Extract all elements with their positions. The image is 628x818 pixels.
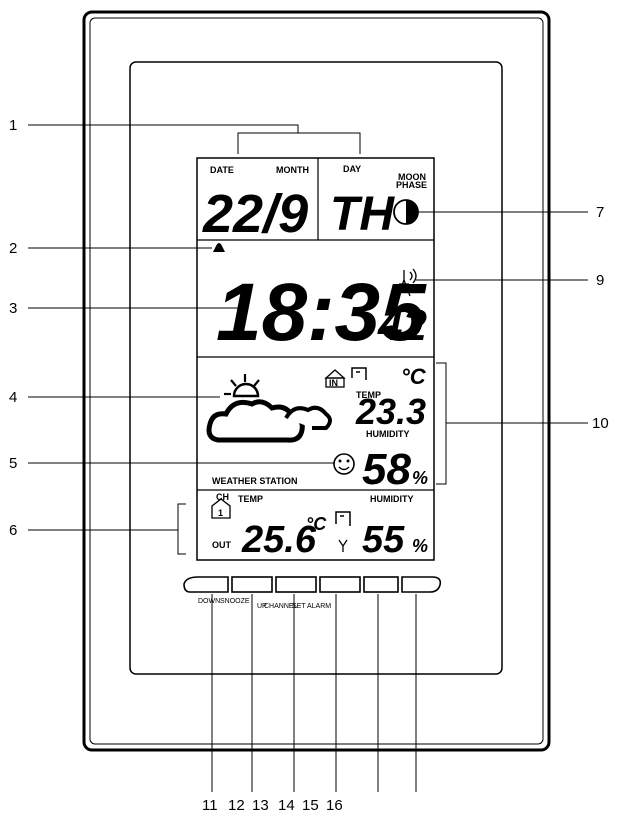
channel-value: 1 [218,508,223,518]
callout-lines [28,124,588,792]
moon-phase-label-1: MOON [398,172,426,182]
antenna-icon [338,539,348,552]
indoor-temp-label: TEMP [356,390,381,400]
button-label-channel: CHANNEL [264,603,298,610]
button-alarm[interactable] [401,576,442,593]
channel-label: CH [216,492,229,502]
indoor-temp-unit: °C [401,364,427,389]
outdoor-house-icon [211,498,231,519]
radio-signal-icon [397,268,417,297]
outer-frame [82,10,551,752]
callout-5: 5 [9,455,17,472]
date-value: 22/9 [202,184,308,244]
indoor-humidity-label: HUMIDITY [366,429,410,439]
battery-icon-indoor [351,367,367,380]
button-down[interactable] [183,576,229,593]
lcd-display [196,157,435,561]
indoor-icon [324,369,346,388]
bottom-number-13: 13 [252,797,269,814]
date-label: DATE [210,165,234,175]
button-label-down: DOWN [198,598,220,605]
callout-2: 2 [9,240,17,257]
outdoor-humidity-label: HUMIDITY [370,494,414,504]
button-label-up: UP [257,603,267,610]
outdoor-label: OUT [212,540,232,550]
button-up[interactable] [275,576,317,593]
inner-panel [129,61,503,675]
outdoor-temp-label: TEMP [238,494,263,504]
day-value: TH [330,188,395,241]
callout-9: 9 [596,272,604,289]
time-seconds: 42 [377,301,427,350]
outdoor-humidity-value: 55 [362,519,405,561]
indoor-temp-value: 23.3 [355,391,426,432]
battery-icon-outdoor [335,511,351,526]
button-snooze[interactable] [231,576,273,593]
month-label: MONTH [276,165,309,175]
weather-forecast-icon [206,374,332,443]
button-set[interactable] [363,576,399,593]
callout-4: 4 [9,389,17,406]
bottom-number-12: 12 [228,797,245,814]
buttons-row [183,576,442,593]
callout-1: 1 [9,117,17,134]
button-channel[interactable] [319,576,361,593]
outer-frame-inner-line [89,17,544,745]
weather-station-label: WEATHER STATION [212,476,298,486]
indoor-humidity-value: 58 [362,445,411,494]
bottom-number-11: 11 [202,797,218,814]
outdoor-temp-value: 25.6 [241,519,317,561]
button-label-set: SET [292,603,306,610]
indoor-humidity-unit: % [412,468,428,488]
button-label-alarm: ALARM [307,603,331,610]
indoor-badge: IN [329,378,338,388]
bottom-number-14: 14 [278,797,295,814]
callout-10: 10 [592,415,609,432]
time-hours-minutes: 18:35 [216,267,427,358]
moon-phase-icon [393,199,419,225]
moon-phase-label-2: PHASE [396,180,427,190]
outdoor-temp-unit: °C [306,514,327,534]
bottom-number-15: 15 [302,797,319,814]
bottom-number-16: 16 [326,797,343,814]
alarm-bell-icon [213,243,225,252]
comfort-smiley-icon [333,453,355,475]
callout-3: 3 [9,300,17,317]
day-label: DAY [343,164,361,174]
callout-7: 7 [596,204,604,221]
callout-6: 6 [9,522,17,539]
outdoor-humidity-unit: % [412,536,428,556]
button-label-snooze: SNOOZE [220,598,250,605]
